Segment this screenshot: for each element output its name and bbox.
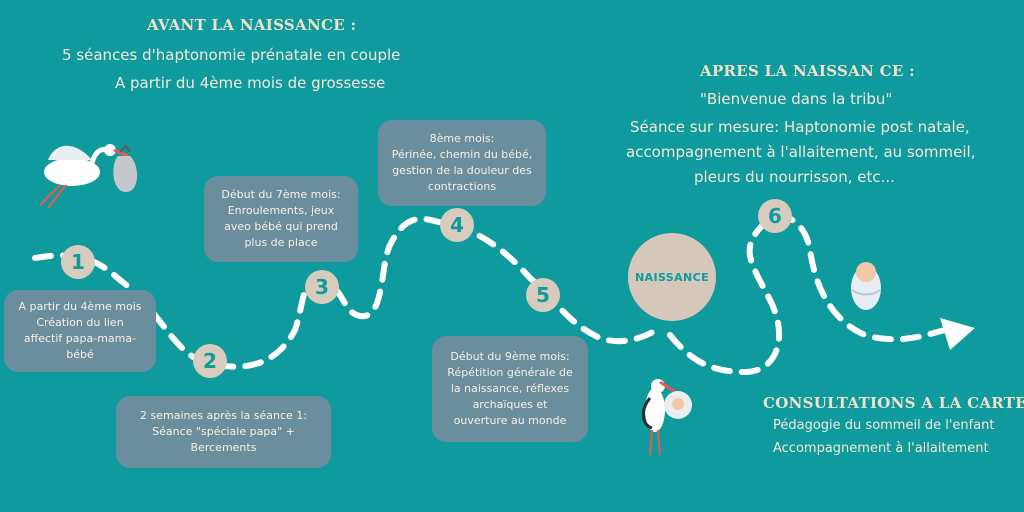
bubble-line: Séance "spéciale papa" + — [152, 425, 295, 438]
bubble-line: aveo bébé qui prend — [224, 220, 338, 233]
step-4-marker: 4 — [440, 208, 474, 242]
bubble-line: bébé — [66, 348, 94, 361]
apres-line-2: Séance sur mesure: Haptonomie post natal… — [630, 118, 970, 136]
bubble-line: affectif papa-mama- — [23, 332, 137, 345]
bubble-line: Enroulements, jeux — [227, 204, 335, 217]
consultations-line-1: Pédagogie du sommeil de l'enfant — [773, 418, 995, 433]
stork-carrying-bundle-icon — [39, 144, 138, 209]
bubble-step-1: A partir du 4ème mois Création du lien a… — [4, 290, 156, 372]
bubble-line: contractions — [427, 180, 497, 193]
swaddled-baby-icon — [851, 262, 881, 310]
avant-line-2: A partir du 4ème mois de grossesse — [115, 74, 386, 92]
bubble-line: Répétition générale de — [447, 366, 573, 379]
bubble-line: ouverture au monde — [453, 414, 567, 427]
step-3-marker: 3 — [305, 270, 339, 304]
bubble-line: Début du 7ème mois: — [221, 188, 341, 201]
bubble-line: Début du 9ème mois: — [450, 350, 570, 363]
bubble-line: la naissance, réflexes — [450, 382, 570, 395]
step-1-marker: 1 — [61, 245, 95, 279]
bubble-step-5: Début du 9ème mois: Répétition générale … — [432, 336, 588, 442]
step-5-marker: 5 — [526, 278, 560, 312]
bubble-line: Périnée, chemin du bébé, — [391, 148, 533, 161]
consultations-line-2: Accompagnement à l'allaitement — [773, 441, 989, 456]
bubble-line: 2 semaines après la séance 1: — [140, 409, 307, 422]
bubble-line: Création du lien — [36, 316, 124, 329]
dashed-path-lower — [667, 213, 948, 376]
apres-line-4: pleurs du nourrisson, etc... — [694, 168, 895, 186]
bubble-line: A partir du 4ème mois — [18, 300, 142, 313]
bubble-step-2: 2 semaines après la séance 1: Séance "sp… — [116, 396, 331, 468]
step-6-marker: 6 — [758, 199, 792, 233]
apres-heading: APRES LA NAISSAN CE : — [700, 62, 915, 80]
bubble-line: 8ème mois: — [429, 132, 495, 145]
consultations-heading: CONSULTATIONS A LA CARTE: — [763, 394, 1024, 412]
avant-line-1: 5 séances d'haptonomie prénatale en coup… — [62, 46, 401, 64]
stork-with-baby-icon — [642, 379, 692, 456]
bubble-line: plus de place — [244, 236, 318, 249]
path-arrowhead-icon — [940, 318, 975, 350]
step-2-marker: 2 — [193, 344, 227, 378]
bubble-line: gestion de la douleur des — [392, 164, 532, 177]
bubble-step-3: Début du 7ème mois: Enroulements, jeux a… — [204, 176, 358, 262]
apres-line-1: "Bienvenue dans la tribu" — [700, 90, 893, 108]
bubble-line: Bercements — [190, 441, 257, 454]
avant-heading: AVANT LA NAISSANCE : — [147, 16, 357, 34]
bubble-line: archaïques et — [472, 398, 548, 411]
bubble-step-4: 8ème mois: Périnée, chemin du bébé, gest… — [378, 120, 546, 206]
naissance-circle: NAISSANCE — [628, 233, 716, 321]
apres-line-3: accompagnement à l'allaitement, au somme… — [626, 143, 976, 161]
